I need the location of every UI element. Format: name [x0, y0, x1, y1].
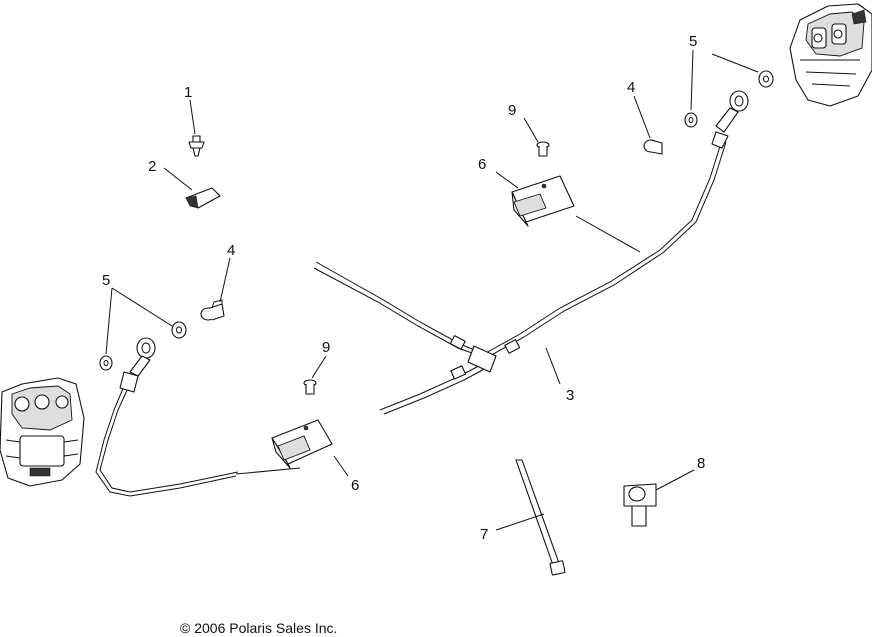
callout-1: 1: [184, 84, 192, 101]
callout-5-right: 5: [689, 33, 697, 50]
callout-8: 8: [697, 455, 705, 472]
washer-right-outer: [758, 70, 774, 88]
hose-clamp: [623, 483, 657, 527]
cable-tie: [515, 459, 566, 576]
copyright-notice: © 2006 Polaris Sales Inc.: [180, 620, 337, 636]
callout-5-left: 5: [102, 272, 110, 289]
callout-9-lower: 9: [322, 339, 330, 356]
callout-4-right: 4: [627, 79, 635, 96]
leader-lines: [105, 49, 759, 531]
callout-9-upper: 9: [508, 102, 516, 119]
brake-hose-assembly: [95, 90, 749, 497]
hose-bracket-lower: [271, 419, 333, 469]
banjo-bolt-left: [200, 299, 225, 321]
washer-right-inner: [684, 112, 698, 128]
callout-6-upper: 6: [478, 156, 486, 173]
callout-3: 3: [566, 387, 574, 404]
left-brake-caliper: [0, 377, 85, 487]
push-rivet: [188, 135, 205, 157]
hose-clip: [185, 187, 221, 209]
hose-bracket-upper: [511, 175, 575, 227]
right-brake-caliper: [789, 3, 872, 107]
screw-lower: [303, 379, 317, 395]
washer-left-inner: [99, 355, 113, 371]
banjo-bolt-right: [643, 139, 663, 155]
callout-6-lower: 6: [351, 477, 359, 494]
callout-4-left: 4: [227, 242, 235, 259]
washer-left-outer: [171, 321, 187, 339]
callout-labels: 1 2 3 4 4 5 5 6 6 7 8 9 9: [102, 33, 705, 543]
callout-2: 2: [148, 158, 156, 175]
screw-upper: [536, 141, 550, 157]
callout-7: 7: [480, 526, 488, 543]
